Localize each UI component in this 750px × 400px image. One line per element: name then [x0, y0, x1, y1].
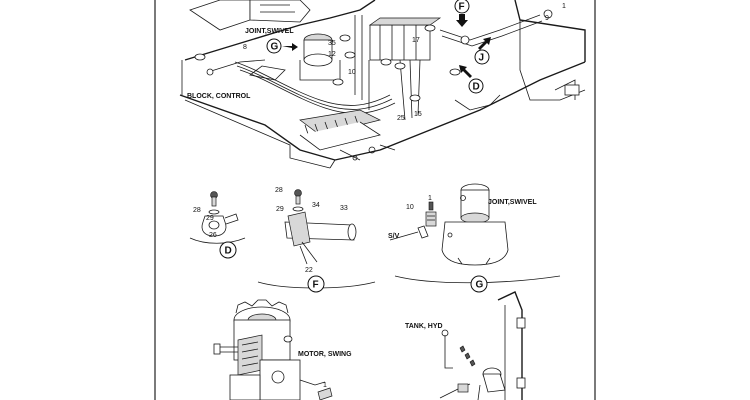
part-num-d-28: 28: [193, 207, 201, 214]
label-motor-swing: MOTOR, SWING: [298, 351, 352, 358]
part-num-g-1: 1: [428, 195, 432, 202]
label-joint-swivel-top: JOINT,SWIVEL: [245, 28, 294, 35]
label-block-control: BLOCK, CONTROL: [187, 93, 251, 100]
part-num-f-34: 34: [312, 202, 320, 209]
part-num-17: 17: [412, 37, 420, 44]
callout-f-top: F: [454, 0, 470, 27]
part-num-8: 8: [243, 44, 247, 51]
part-num-10: 10: [348, 69, 356, 76]
label-tank-hyd: TANK, HYD: [405, 323, 443, 330]
part-num-f-29: 29: [276, 206, 284, 213]
detail-d: [189, 191, 246, 244]
svg-text:G: G: [271, 42, 279, 53]
part-num-g-10: 10: [406, 204, 414, 211]
label-sv: S/V: [388, 233, 400, 240]
part-num-1: 1: [562, 3, 566, 10]
part-num-12: 12: [328, 51, 336, 58]
part-num-f-28: 28: [275, 187, 283, 194]
part-num-d-29: 29: [206, 215, 214, 222]
part-num-9: 9: [545, 15, 549, 22]
swing-motor: [213, 299, 333, 400]
callout-j-top: J: [474, 37, 491, 65]
svg-text:D: D: [473, 82, 480, 93]
detail-g: [389, 183, 561, 284]
detail-f: [257, 189, 376, 289]
hydraulic-tank: [439, 291, 526, 400]
svg-text:G: G: [476, 280, 484, 291]
part-num-15: 15: [414, 111, 422, 118]
label-joint-swivel-g: JOINT,SWIVEL: [488, 199, 537, 206]
part-num-motor-1: 1: [323, 382, 327, 389]
part-num-25: 25: [397, 115, 405, 122]
callout-d-top: D: [459, 65, 484, 94]
callout-g-top: G: [266, 38, 298, 54]
part-num-35: 35: [328, 40, 336, 47]
svg-text:D: D: [225, 246, 232, 257]
part-num-f-33: 33: [340, 205, 348, 212]
svg-text:F: F: [313, 280, 319, 291]
callout-g: G: [470, 275, 488, 293]
callout-f: F: [307, 275, 325, 293]
svg-text:J: J: [479, 53, 485, 64]
svg-text:F: F: [459, 2, 465, 13]
part-num-d-26: 26: [209, 232, 217, 239]
part-num-f-22: 22: [305, 267, 313, 274]
callout-d: D: [219, 241, 237, 259]
upper-structure-assembly: [179, 0, 586, 169]
